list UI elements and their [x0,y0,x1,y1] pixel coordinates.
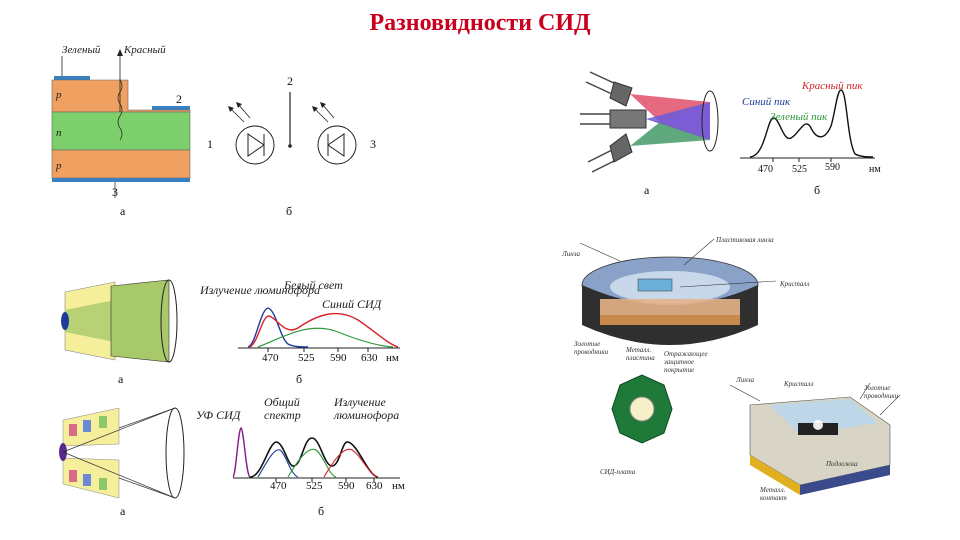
page-title: Разновидности СИД [369,10,591,36]
caption-b: б [286,204,293,218]
rgb-tick-590: 590 [825,162,840,173]
callout-gold-wires: Золотые проводники [574,340,609,356]
layer-p-top: p [56,89,62,101]
symbol-num-3: 3 [370,137,376,151]
phosphor-tick-630: 630 [361,352,378,364]
uv-caption-b: б [318,504,325,518]
callout-board: СИД-платa [600,468,636,476]
callout-crystal: Кристалл [780,280,810,288]
num-3: 3 [112,185,118,199]
phosphor-led-cone [61,279,178,363]
label-uv-led: УФ СИД [196,408,241,422]
callout-plastic-lens: Пластиковая линза [716,236,774,244]
callout-lens: Линза [562,250,580,258]
rgb-spectrum-chart [740,89,875,162]
uv-spectrum-chart [232,427,400,482]
rgb-led-cone [580,71,719,173]
caption-a: а [120,204,126,218]
led-package-illustration [579,238,901,495]
symbol-num-2: 2 [287,74,293,88]
symbol-num-1: 1 [207,137,213,151]
uv-caption-a: а [120,504,126,518]
phosphor-tick-unit: нм [386,352,399,364]
uv-tick-630: 630 [366,480,383,492]
callout-crystal-2: Кристалл [784,380,814,388]
rgb-tick-525: 525 [792,164,807,175]
uv-tick-525: 525 [306,480,323,492]
uv-led-cone [59,407,185,499]
rgb-tick-470: 470 [758,164,773,175]
uv-tick-590: 590 [338,480,355,492]
callout-lens-2: Линза [736,376,754,384]
label-red: Красный [124,44,166,56]
callout-substrate: Подложка [826,460,858,468]
label-phosphor-emission: Излучение люминофора [200,283,320,297]
label-uv-phosphor: Излучение люминофора [334,395,400,422]
rgb-tick-unit: нм [869,164,881,175]
led-symbols [228,92,357,165]
callout-metal-contact: Металл. контакт [760,486,787,502]
callout-metal-plate: Металл. пластина [626,346,655,362]
phosphor-tick-525: 525 [298,352,315,364]
label-blue-peak: Синий пик [742,96,791,108]
layer-n: n [56,127,62,139]
num-2: 2 [176,92,182,106]
callout-reflective-coating: Отражающее защитное покрытие [664,350,708,374]
label-blue-led: Синий СИД [322,297,382,311]
phosphor-caption-a: а [118,372,124,386]
uv-tick-470: 470 [270,480,287,492]
label-white-light: Белый свет [284,278,343,292]
label-green: Зеленый [62,44,101,56]
label-green-peak: Зеленый пик [770,111,828,123]
led-layer-structure [51,49,191,198]
uv-tick-unit: нм [392,480,405,492]
phosphor-spectrum-chart [238,307,400,352]
label-total-spectrum: Общий спектр [264,395,301,422]
rgb-caption-b: б [814,183,821,197]
rgb-caption-a: а [644,183,650,197]
callout-gold-wires-2: Золотые проводники [864,384,899,400]
phosphor-tick-470: 470 [262,352,279,364]
phosphor-tick-590: 590 [330,352,347,364]
layer-p-bottom: p [56,160,62,172]
phosphor-caption-b: б [296,372,303,386]
label-red-peak: Красный пик [802,80,863,92]
